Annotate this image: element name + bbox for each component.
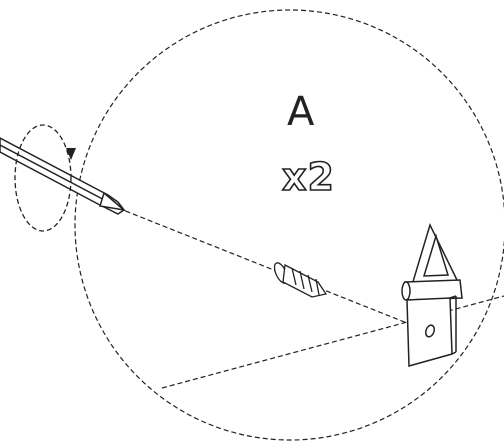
triangle-hanger-icon: [401, 222, 463, 367]
guide-line-wall-plane: [161, 295, 504, 389]
quantity-label: x2: [281, 155, 335, 199]
part-label: A: [287, 89, 315, 135]
screwdriver-icon: [0, 137, 127, 215]
rotation-arrowhead-icon: [66, 148, 76, 160]
screw-icon: [273, 262, 328, 298]
detail-circle: [74, 9, 504, 441]
rotation-arrow-icon: [14, 124, 72, 232]
